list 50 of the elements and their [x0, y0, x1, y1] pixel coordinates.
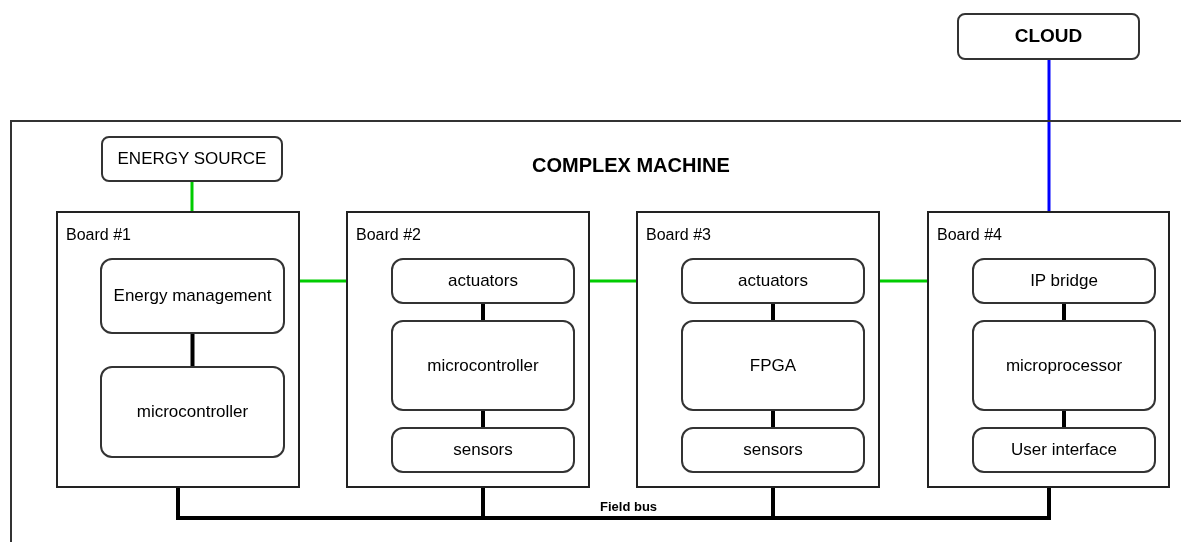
connector-line: [1062, 411, 1066, 427]
component-box: [681, 258, 865, 304]
box-label: microprocessor: [1005, 354, 1123, 377]
connector-line: [880, 279, 927, 283]
board-box: [346, 211, 590, 488]
component-box: [391, 427, 575, 473]
connector-line: [771, 304, 775, 320]
edge-label: Field bus: [598, 500, 660, 513]
component-box: [391, 258, 575, 304]
connector-line: [771, 488, 1051, 520]
component-box: [681, 320, 865, 411]
component-box: [100, 258, 285, 334]
component-box: [681, 427, 865, 473]
box-label: microcontroller: [427, 354, 539, 377]
box-label: IP bridge: [1030, 270, 1098, 293]
connector-line: [300, 279, 346, 283]
board-label: Board #4: [937, 225, 1002, 245]
box-label: microcontroller: [136, 401, 249, 424]
connector-line: [190, 334, 195, 366]
box-label: sensors: [453, 439, 513, 462]
box-label: ENERGY SOURCE: [117, 148, 267, 171]
connector-line: [1047, 60, 1051, 211]
connector-line: [771, 411, 775, 427]
box-label: sensors: [743, 439, 803, 462]
box-label: User interface: [1011, 439, 1117, 462]
box-label: actuators: [738, 270, 808, 293]
board-label: Board #1: [66, 225, 131, 245]
connector-line: [481, 304, 485, 320]
board-box: [636, 211, 880, 488]
connector-line: [590, 279, 636, 283]
connector-line: [190, 182, 194, 211]
connector-line: [1062, 304, 1066, 320]
component-box: [100, 366, 285, 458]
box-label: FPGA: [749, 354, 797, 377]
box-label: Energy management: [113, 285, 272, 308]
box-label: actuators: [448, 270, 518, 293]
board-label: Board #3: [646, 225, 711, 245]
component-box: [972, 258, 1156, 304]
machine-frame: [10, 120, 1181, 542]
component-box: [972, 427, 1156, 473]
component-box: [391, 320, 575, 411]
cloud-box: [957, 13, 1140, 60]
box-label: CLOUD: [1014, 24, 1083, 49]
connector-line: [481, 411, 485, 427]
board-box: [927, 211, 1170, 488]
source-box: [101, 136, 283, 182]
board-label: Board #2: [356, 225, 421, 245]
board-box: [56, 211, 300, 488]
frame-title: COMPLEX MACHINE: [532, 153, 730, 178]
component-box: [972, 320, 1156, 411]
